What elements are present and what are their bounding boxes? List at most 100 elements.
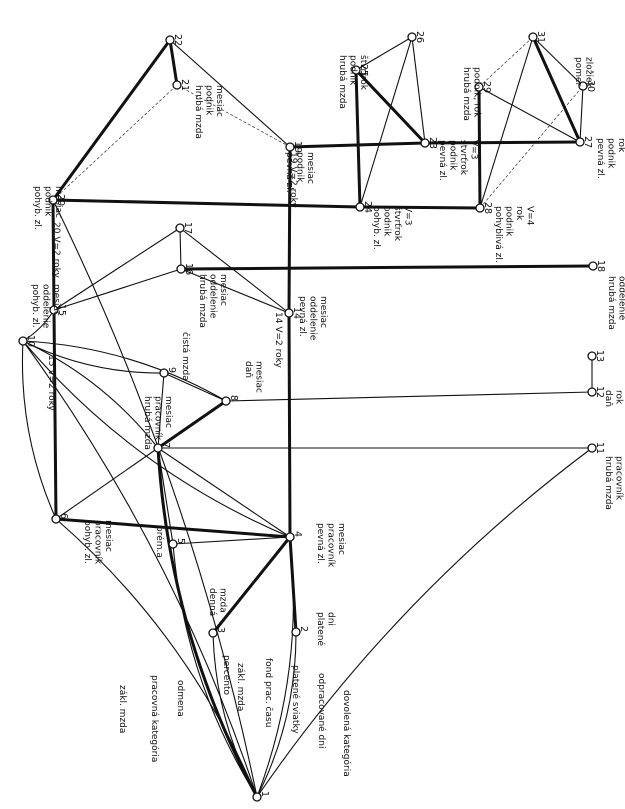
edge-1-6 bbox=[55, 518, 258, 798]
label-e7: odmena bbox=[175, 680, 185, 717]
label-n5: prém.a bbox=[154, 526, 165, 558]
label-e9: zákl. mzda bbox=[117, 685, 127, 733]
node-11 bbox=[587, 443, 597, 453]
node-number-17: 17 bbox=[182, 222, 193, 234]
node-18 bbox=[588, 261, 598, 271]
edge-19-21 bbox=[176, 84, 291, 148]
node-number-28: 28 bbox=[482, 202, 493, 214]
node-29 bbox=[474, 82, 484, 92]
node-24 bbox=[355, 202, 365, 212]
label-n16-line-1: oddelenie bbox=[208, 274, 218, 319]
label-n18: hrubá mzdaoddelenierokV=12 bbox=[606, 276, 625, 330]
node-number-11: 11 bbox=[594, 442, 605, 454]
label-n6-line-1: pracovník bbox=[93, 520, 103, 565]
label-n24-line-0: pohyb. zl. bbox=[371, 206, 381, 250]
label-e2: odpracované dni bbox=[316, 673, 327, 748]
label-n16-line-0: hrubá mzda bbox=[197, 274, 207, 328]
node-number-8: 8 bbox=[228, 395, 239, 401]
node-28 bbox=[475, 203, 485, 213]
edge-16-18 bbox=[180, 264, 594, 271]
edge-8-9 bbox=[163, 372, 227, 402]
label-e6-line-0: percento bbox=[221, 655, 231, 695]
label-v19-line-0: 19 V=2 roky bbox=[288, 152, 298, 208]
label-n27-line-2: rok bbox=[616, 138, 625, 153]
label-v20-line-0: 20 V=2 roky bbox=[51, 222, 61, 278]
edge-23-27 bbox=[424, 140, 581, 145]
edge-23-26 bbox=[411, 36, 426, 144]
label-e5-line-0: zákl. mzda bbox=[235, 663, 245, 711]
edge-27-30 bbox=[579, 85, 584, 143]
label-n11-line-1: pracovník bbox=[614, 456, 624, 501]
edge-20-22 bbox=[51, 39, 172, 201]
node-6 bbox=[51, 514, 61, 524]
label-n4: pevná zl.pracovníkmesiac bbox=[315, 523, 346, 568]
edge-1-11 bbox=[256, 447, 593, 798]
edge-9-10 bbox=[22, 340, 165, 374]
edge-24-26 bbox=[359, 36, 413, 208]
label-n8: daňmesiac bbox=[243, 361, 264, 393]
node-16 bbox=[176, 264, 186, 274]
label-n6-line-2: mesiac bbox=[103, 520, 113, 552]
node-25 bbox=[351, 65, 361, 75]
label-e9-line-0: zákl. mzda bbox=[117, 685, 127, 733]
label-n15-line-1: oddelenie bbox=[41, 284, 51, 329]
node-number-16: 16 bbox=[183, 263, 194, 275]
label-n18-line-0: hrubá mzda bbox=[606, 276, 616, 330]
edge-1-7 bbox=[156, 447, 259, 798]
edge-28-29 bbox=[477, 86, 482, 209]
label-n24-line-2: štvrťrok bbox=[392, 206, 403, 242]
node-4 bbox=[285, 532, 295, 542]
label-e3-line-0: platené sviatky bbox=[290, 665, 301, 734]
label-n29-line-0: hrubá mzda bbox=[461, 67, 471, 121]
label-n20-line-2: mesiac bbox=[53, 186, 63, 218]
node-number-7: 7 bbox=[160, 442, 171, 448]
edge-layer bbox=[21, 36, 594, 798]
edge-7-8 bbox=[157, 399, 227, 450]
label-n30: pomerzložiek bbox=[573, 57, 594, 88]
edge-7-10 bbox=[22, 340, 159, 449]
label-n15-line-0: pohyb. zl. bbox=[30, 284, 40, 328]
node-number-9: 9 bbox=[166, 367, 177, 373]
node-number-23: 23 bbox=[427, 137, 438, 149]
label-n7: hrubá mzdapracovníkmesiac bbox=[142, 396, 173, 450]
edge-4-14 bbox=[287, 312, 292, 538]
label-e3: platené sviatky bbox=[290, 665, 301, 734]
label-n7-line-1: pracovník bbox=[153, 396, 163, 441]
label-n19-line-0: pevná zl. bbox=[284, 152, 294, 193]
label-n29-line-1: podnik, rok bbox=[472, 67, 482, 118]
label-n23: pevná zl.podnikštvrťrokV=3 bbox=[437, 140, 479, 181]
edge-4-6 bbox=[55, 517, 291, 539]
label-n14: pevná zl.oddeleniemesiac bbox=[297, 296, 328, 341]
label-e1-line-0: dovolená kategória bbox=[341, 690, 352, 777]
edge-1-4 bbox=[256, 536, 295, 798]
label-n24-line-1: podnik bbox=[382, 206, 392, 237]
label-n23-line-1: podnik bbox=[448, 140, 458, 171]
node-19 bbox=[285, 142, 295, 152]
label-n14-line-0: pevná zl. bbox=[297, 296, 307, 337]
edge-4-7 bbox=[157, 447, 291, 538]
label-n3-line-1: mzda bbox=[218, 588, 228, 613]
node-number-19: 19 bbox=[292, 141, 303, 153]
node-layer: 1234567891011121314151617181920212223242… bbox=[18, 31, 606, 802]
label-v20: 20 V=2 roky bbox=[51, 222, 61, 278]
node-number-12: 12 bbox=[594, 386, 605, 398]
label-e7-line-0: odmena bbox=[175, 680, 185, 717]
label-n2-line-1: dni bbox=[326, 612, 336, 626]
label-n6-line-0: pohyb. zl. bbox=[82, 520, 92, 564]
node-number-13: 13 bbox=[594, 350, 605, 362]
edge-28-31 bbox=[479, 36, 534, 209]
label-e4-line-0: fond prac. času bbox=[263, 658, 274, 727]
label-n25-line-1: podnik bbox=[348, 55, 358, 86]
edge-24-28 bbox=[359, 205, 481, 210]
node-number-26: 26 bbox=[414, 31, 425, 43]
edge-15-20 bbox=[51, 199, 56, 311]
edge-25-26 bbox=[355, 36, 413, 71]
label-n21-line-1: podnik bbox=[204, 85, 214, 116]
node-number-21: 21 bbox=[179, 79, 190, 91]
node-number-2: 2 bbox=[298, 626, 309, 632]
label-n3: dennámzda bbox=[207, 588, 228, 616]
label-n4-line-0: pevná zl. bbox=[315, 523, 325, 564]
edge-1-20 bbox=[52, 199, 258, 798]
label-n28-line-0: pohyblivá zl. bbox=[493, 206, 503, 263]
